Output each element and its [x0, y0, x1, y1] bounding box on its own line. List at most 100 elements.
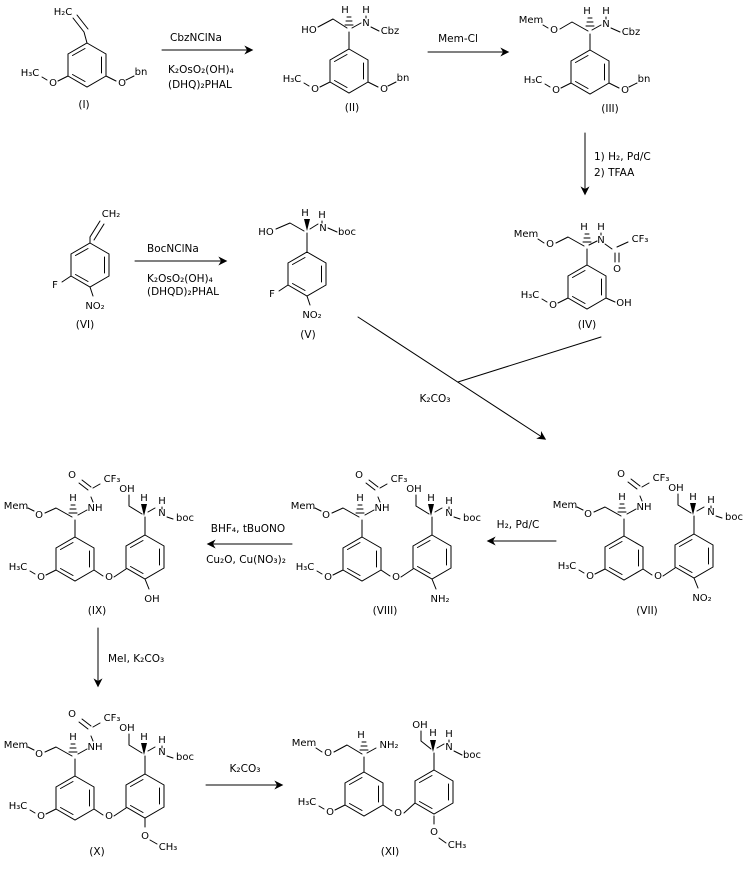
atom-label-carbonyl-o: O — [613, 264, 621, 275]
compound-VIII: NH₂ (VIII) — [291, 470, 481, 617]
reagent-label: MeI, K₂CO₃ — [108, 653, 164, 665]
atom-label-oxygen: O — [550, 25, 558, 36]
hash-wedge — [582, 233, 592, 243]
atom-label-methyl: CH₃ — [448, 840, 467, 851]
vinyl-bond — [89, 220, 105, 244]
bond — [542, 16, 621, 51]
benzene-ring — [21, 43, 106, 89]
atom-label-nitrogen: N — [602, 19, 609, 30]
atom-label-amine-h: H — [362, 5, 370, 16]
atom-label-amine-h: H — [318, 210, 326, 221]
compound-X: O CH₃ (X) — [4, 709, 194, 858]
atom-label-stereo-h: H — [429, 728, 437, 739]
bond — [431, 578, 437, 590]
obn-group — [367, 72, 410, 96]
obn-group — [105, 66, 148, 90]
compound-VII: NO₂ (VII) — [553, 469, 743, 617]
carbonyl-double-bond — [614, 252, 620, 263]
compound-IV: Mem O H H N O CF₃ OH (IV) — [514, 222, 649, 331]
bond — [315, 744, 377, 773]
atom-label-mem: Mem — [519, 15, 544, 26]
core-structure — [553, 469, 743, 582]
reagent-label: BHF₄, tBuONO — [211, 523, 285, 535]
reagent-label: K₂CO₃ — [230, 763, 261, 775]
reagent-label: Mem-Cl — [438, 33, 478, 45]
atom-label-oh: OH — [144, 594, 159, 605]
atom-label-nitrogen: N — [362, 18, 369, 29]
atom-label-ho: HO — [301, 25, 317, 36]
core-structure — [4, 470, 194, 583]
atom-label-amine: NH₂ — [379, 740, 398, 751]
bond — [144, 578, 150, 590]
atom-label-stereo-h: H — [580, 222, 588, 233]
reagent-label: Cu₂O, Cu(NO₃)₂ — [206, 554, 286, 566]
reagent-label: 2) TFAA — [594, 167, 635, 179]
atom-label-stereo-h: H — [301, 208, 309, 219]
reagent-label: K₂OsO₂(OH)₄ — [168, 64, 234, 76]
atom-label-oxygen: O — [430, 827, 438, 838]
compound-III: Mem O H H N Cbz (III) — [519, 6, 651, 115]
compound-label-XI: (XI) — [381, 846, 399, 858]
atom-label-nitro: NO₂ — [692, 593, 711, 604]
obn-group — [608, 73, 651, 97]
reagent-label: K₂OsO₂(OH)₄ — [147, 273, 213, 285]
compound-label-II: (II) — [345, 102, 359, 114]
atom-label-oxygen: O — [546, 239, 554, 250]
atom-label-stereo-h: H — [341, 5, 349, 16]
reagent-label: 1) H₂, Pd/C — [594, 151, 651, 163]
bond — [420, 730, 463, 771]
compound-label-III: (III) — [601, 103, 618, 115]
atom-label-methyl: CH₃ — [159, 842, 178, 853]
atom-label-ho: HO — [258, 227, 274, 238]
atom-label-mem: Mem — [514, 229, 539, 240]
benzene-ring — [524, 50, 609, 96]
right-benzene-ring — [414, 769, 454, 815]
atom-label-oh: OH — [616, 298, 631, 309]
bond — [275, 220, 338, 253]
reaction-arrow-VI-V: BocNClNa K₂OsO₂(OH)₄ (DHQD)₂PHAL — [134, 243, 228, 298]
atom-label-boc: boc — [338, 227, 356, 238]
reagent-label: BocNClNa — [147, 243, 199, 255]
benzene-ring — [52, 243, 109, 312]
atom-label-nitrogen: N — [445, 742, 452, 753]
compound-VI: CH₂ (VI) — [52, 209, 120, 331]
left-benzene-ring — [298, 772, 383, 818]
arrow-line-from-IV — [457, 336, 602, 383]
benzene-ring — [283, 49, 368, 95]
hash-wedge — [585, 17, 595, 27]
bold-wedge — [430, 740, 436, 752]
reagent-label: (DHQ)₂PHAL — [168, 79, 232, 91]
reaction-arrow-I-II: CbzNClNa K₂OsO₂(OH)₄ (DHQ)₂PHAL — [161, 32, 254, 91]
reaction-arrow-IX-X: MeI, K₂CO₃ — [93, 627, 164, 688]
compound-label-VI: (VI) — [76, 319, 94, 331]
atom-label-stereo-h: H — [583, 6, 591, 17]
reaction-arrow-VII-VIII: H₂, Pd/C — [486, 519, 557, 546]
compound-IX: OH (IX) — [4, 470, 194, 617]
bond — [382, 802, 447, 844]
core-structure — [291, 470, 481, 583]
atom-label-stereo-h: H — [357, 730, 365, 741]
compound-I: H₂C (I) — [21, 7, 148, 111]
reaction-arrow-VIII-IX: BHF₄, tBuONO Cu₂O, Cu(NO₃)₂ — [206, 523, 293, 566]
hash-wedge — [359, 741, 369, 751]
arrow-line-from-V — [357, 316, 547, 440]
atom-label-nitrogen: N — [319, 223, 326, 234]
benzene-ring — [521, 265, 606, 311]
compound-label-VIII: (VIII) — [373, 605, 398, 617]
atom-label-vinyl: H₂C — [54, 7, 73, 18]
compound-label-VII: (VII) — [636, 605, 658, 617]
atom-label-boc: boc — [463, 750, 481, 761]
benzene-ring — [269, 252, 326, 321]
bond — [537, 232, 629, 303]
compound-label-IX: (IX) — [88, 605, 106, 617]
bond — [317, 15, 380, 50]
compound-label-I: (I) — [78, 99, 89, 111]
atom-label-mem: Mem — [292, 738, 317, 749]
atom-label-cf3: CF₃ — [632, 234, 649, 245]
reaction-arrow-III-IV: 1) H₂, Pd/C 2) TFAA — [580, 132, 651, 196]
reagent-label: K₂CO₃ — [420, 393, 451, 405]
compound-II: HO H H N Cbz (II) — [283, 5, 410, 114]
convergent-reaction-arrow: K₂CO₃ — [357, 316, 602, 440]
atom-label-nitrogen: N — [597, 235, 604, 246]
